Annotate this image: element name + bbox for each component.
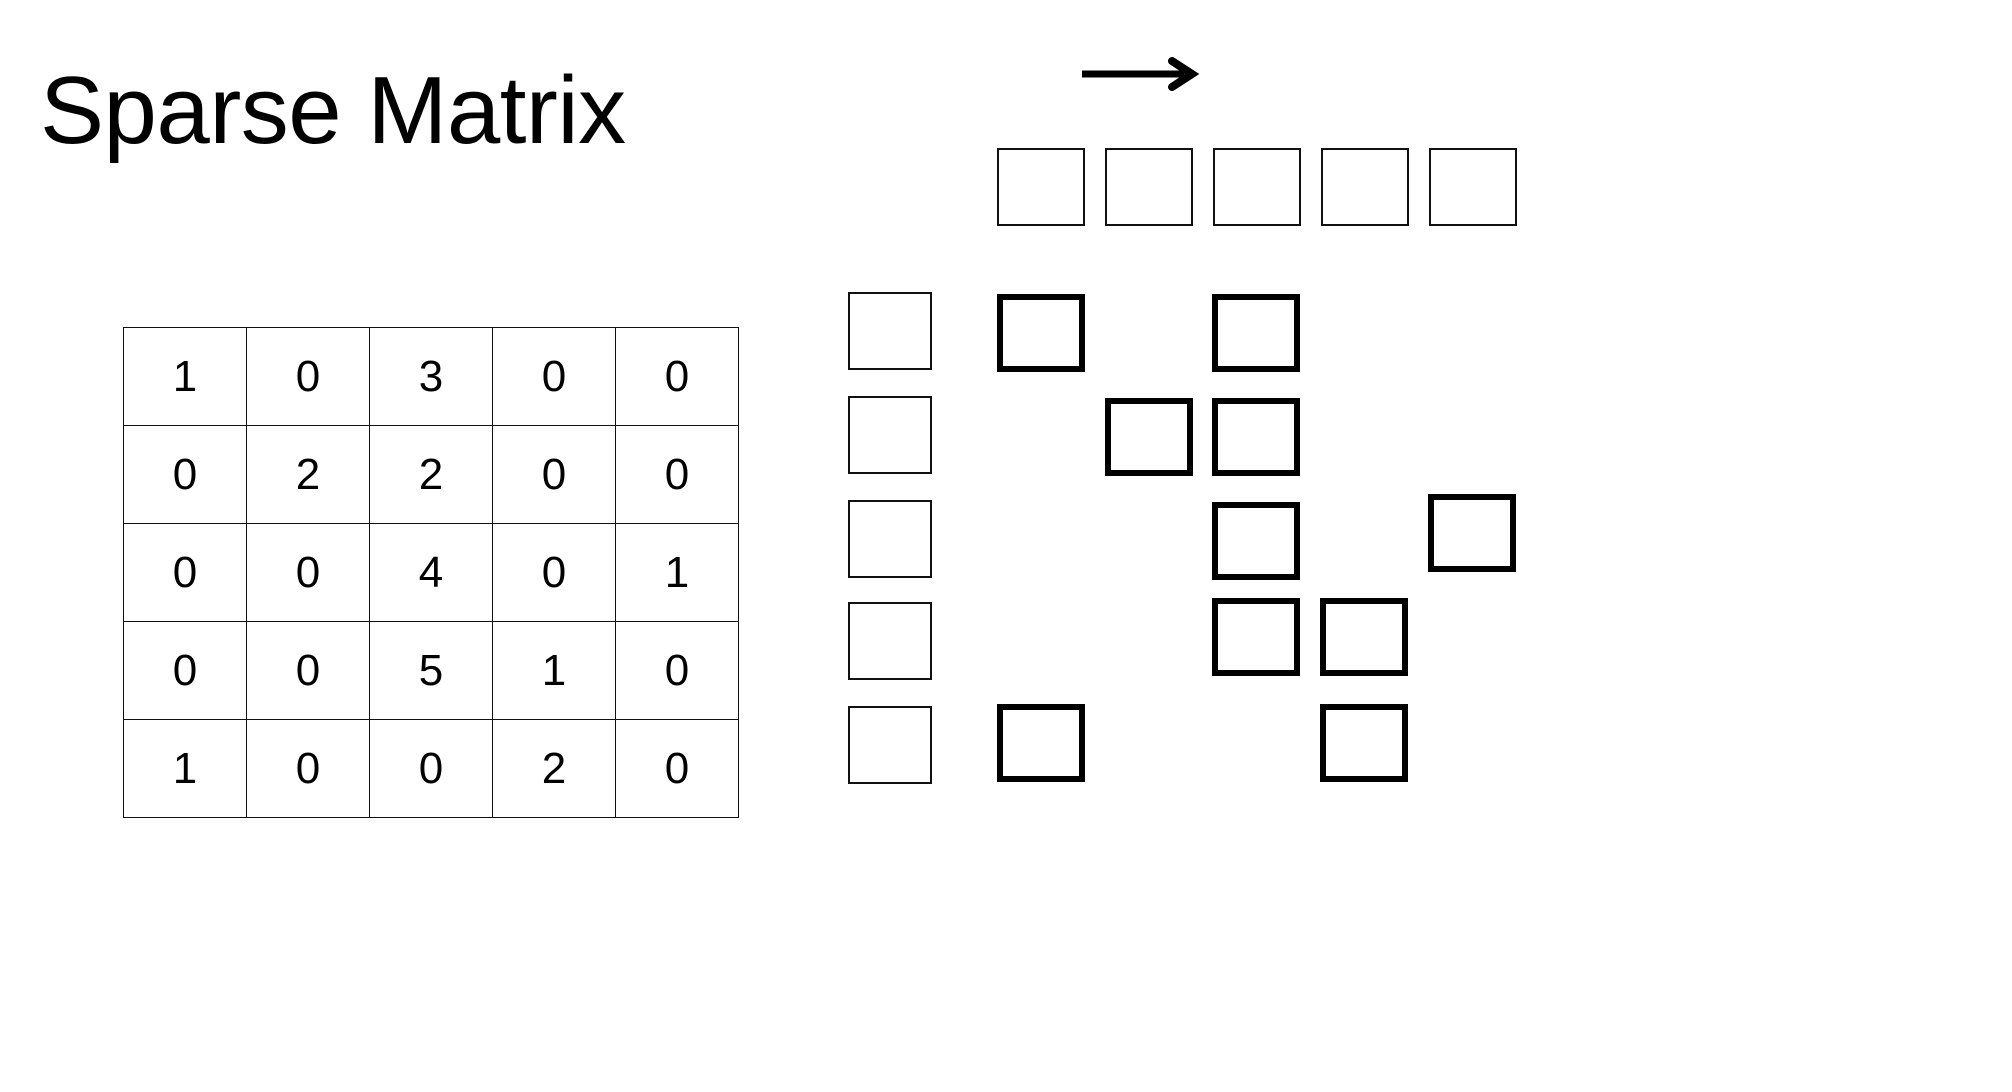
matrix-cell: 1 [123, 327, 247, 426]
table-row: 0 2 2 0 0 [123, 425, 739, 524]
node-box-r4c3 [1212, 598, 1300, 676]
matrix-cell: 1 [615, 523, 739, 622]
matrix-cell: 0 [492, 327, 616, 426]
column-header-box-1 [997, 148, 1085, 226]
matrix-cell: 1 [123, 719, 247, 818]
matrix-cell: 0 [615, 719, 739, 818]
table-row: 0 0 5 1 0 [123, 621, 739, 720]
matrix-table: 1 0 3 0 0 0 2 2 0 0 0 0 4 0 1 0 [123, 327, 739, 818]
page-title: Sparse Matrix [40, 57, 626, 164]
matrix-cell: 0 [123, 425, 247, 524]
matrix-cell: 2 [246, 425, 370, 524]
row-header-box-3 [848, 500, 932, 578]
row-header-box-5 [848, 706, 932, 784]
matrix-cell: 1 [492, 621, 616, 720]
matrix-cell: 0 [246, 719, 370, 818]
node-box-r3c5 [1428, 494, 1516, 572]
row-header-box-1 [848, 292, 932, 370]
node-box-r5c4 [1320, 704, 1408, 782]
right-arrow-icon [1082, 57, 1200, 91]
matrix-cell: 0 [123, 523, 247, 622]
matrix-table-body: 1 0 3 0 0 0 2 2 0 0 0 0 4 0 1 0 [123, 327, 739, 818]
table-row: 1 0 0 2 0 [123, 719, 739, 818]
matrix-cell: 4 [369, 523, 493, 622]
matrix-cell: 5 [369, 621, 493, 720]
matrix-cell: 0 [492, 523, 616, 622]
column-header-box-4 [1321, 148, 1409, 226]
column-header-box-2 [1105, 148, 1193, 226]
matrix-cell: 0 [615, 621, 739, 720]
column-header-box-3 [1213, 148, 1301, 226]
matrix-cell: 3 [369, 327, 493, 426]
matrix-cell: 0 [615, 425, 739, 524]
matrix-cell: 2 [492, 719, 616, 818]
column-header-box-5 [1429, 148, 1517, 226]
table-row: 1 0 3 0 0 [123, 327, 739, 426]
node-box-r5c1 [997, 704, 1085, 782]
node-box-r2c3 [1212, 398, 1300, 476]
matrix-cell: 0 [369, 719, 493, 818]
matrix-cell: 0 [123, 621, 247, 720]
row-header-box-2 [848, 396, 932, 474]
matrix-cell: 0 [246, 327, 370, 426]
node-box-r1c3 [1212, 294, 1300, 372]
matrix-cell: 2 [369, 425, 493, 524]
node-box-r3c3 [1212, 502, 1300, 580]
table-row: 0 0 4 0 1 [123, 523, 739, 622]
matrix-cell: 0 [492, 425, 616, 524]
matrix-cell: 0 [246, 523, 370, 622]
node-box-r1c1 [997, 294, 1085, 372]
matrix-cell: 0 [246, 621, 370, 720]
row-header-box-4 [848, 602, 932, 680]
node-box-r4c4 [1320, 598, 1408, 676]
matrix-table-container: 1 0 3 0 0 0 2 2 0 0 0 0 4 0 1 0 [123, 327, 739, 818]
node-box-r2c2 [1105, 398, 1193, 476]
matrix-cell: 0 [615, 327, 739, 426]
